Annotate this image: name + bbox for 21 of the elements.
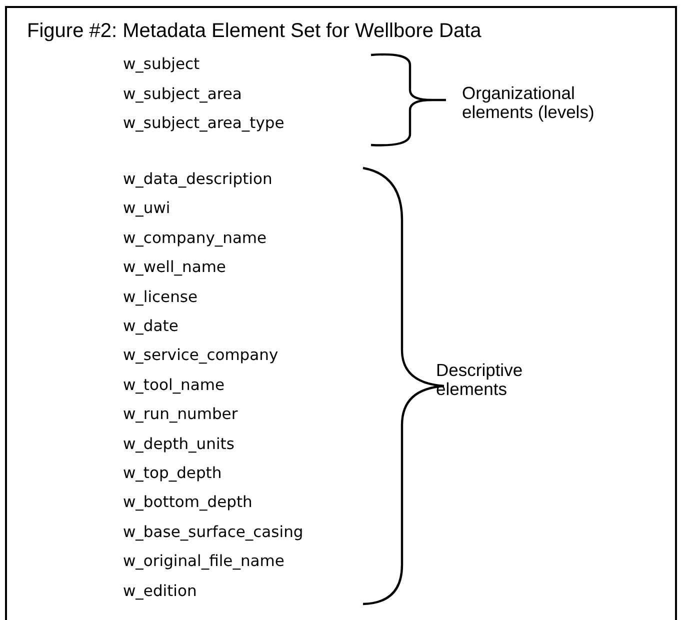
field-name: w_depth_units: [123, 436, 234, 453]
field-name: w_top_depth: [123, 465, 222, 482]
field-name: w_subject_area_type: [123, 115, 284, 132]
field-name: w_tool_name: [123, 376, 224, 394]
field-name: w_run_number: [123, 406, 238, 424]
field-name: w_bottom_depth: [123, 494, 252, 512]
field-name: w_service_company: [123, 347, 278, 364]
field-name: w_subject: [123, 56, 200, 74]
brace-label: Organizational elements (levels): [462, 84, 596, 122]
field-name: w_edition: [123, 582, 197, 600]
field-name: w_well_name: [123, 259, 226, 276]
field-name: w_original_file_name: [123, 553, 284, 570]
field-name: w_base_surface_casing: [123, 524, 304, 541]
field-name: w_company_name: [123, 230, 267, 247]
brace-label: Descriptive elements: [436, 361, 524, 400]
field-name: w_data_description: [123, 171, 272, 188]
figure-title: Figure #2: Metadata Element Set for Wellbore Data: [27, 20, 482, 43]
field-name: w_subject_area: [123, 86, 242, 103]
field-name: w_date: [123, 318, 178, 336]
field-name: w_license: [123, 288, 198, 306]
field-name: w_uwi: [123, 200, 170, 218]
